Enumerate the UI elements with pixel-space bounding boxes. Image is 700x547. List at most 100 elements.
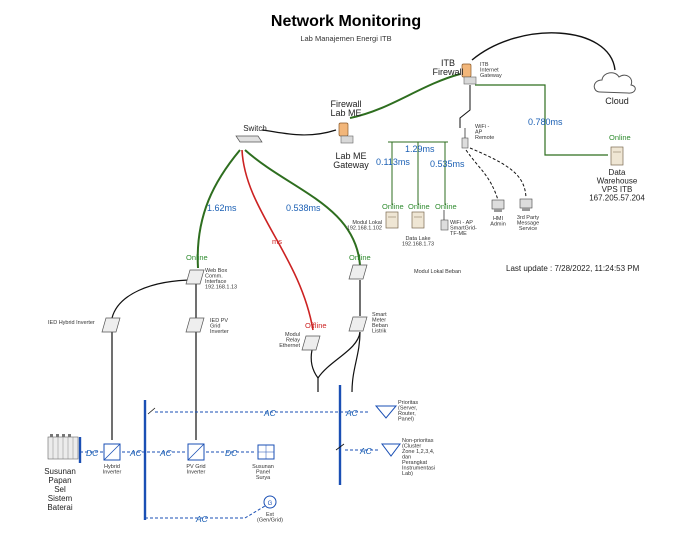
text-line: Firewall: [432, 67, 463, 77]
link-gw-datawarehouse: [475, 84, 608, 156]
text-line: Ethernet: [279, 343, 300, 349]
status-web-box: Online: [186, 253, 208, 262]
status-modul-lokal: Online: [382, 202, 404, 211]
text-line: Papan: [48, 476, 71, 485]
wifi-remote-icon: [461, 128, 469, 149]
link-fw-wifi-remote: [459, 85, 471, 128]
link-itbfw-labfw: [349, 73, 461, 119]
text-line: Zone 1,2,3,4,: [402, 449, 435, 455]
label-ac-prioritas: AC: [345, 408, 359, 418]
text-line: Lab): [402, 471, 413, 477]
text-line: Message: [517, 221, 539, 227]
label-ac-ext: AC: [195, 514, 209, 524]
text-line: Meter: [372, 318, 386, 324]
text-line: Baterai: [47, 503, 73, 512]
text-line: Inverter: [187, 470, 206, 476]
label-ac-nonprioritas: AC: [359, 446, 373, 456]
latency-modul-relay: ms: [272, 237, 282, 246]
switch-icon: [235, 135, 263, 143]
latency-modul-lokal: 0.113ms: [376, 157, 410, 167]
text-line: Inverter: [210, 329, 229, 335]
status-smart-meter: Online: [349, 253, 371, 262]
text-line: (Server,: [398, 406, 418, 412]
label-ext: Ext(Gen/Grid): [257, 512, 283, 524]
text-line: Surya: [256, 475, 271, 481]
hmi-admin-icon: [491, 199, 505, 212]
text-line: Data Lake: [405, 236, 430, 242]
label-switch: Switch: [243, 124, 267, 133]
latency-data-warehouse: 0.780ms: [528, 117, 563, 127]
smart-meter-module-icon: [348, 316, 368, 332]
text-line: Remote: [475, 135, 494, 141]
ied-hybrid-icon: [101, 317, 121, 333]
text-line: Listrik: [372, 329, 387, 335]
page-title: Network Monitoring: [271, 13, 421, 30]
link-wifi-hmi: [465, 149, 499, 201]
breaker-load: [335, 443, 345, 451]
text-line: Hybrid: [104, 464, 120, 470]
page-subtitle: Lab Manajemen Energi ITB: [300, 34, 391, 43]
text-line: Router,: [398, 411, 416, 417]
link-webbox-iedhybrid: [111, 279, 196, 319]
text-line: Susunan: [44, 467, 76, 476]
text-line: SmartGrid-: [450, 226, 477, 232]
text-line: Perangkat: [402, 460, 428, 466]
text-line: ITB: [480, 62, 489, 68]
text-line: Gateway: [480, 73, 502, 79]
label-modul-lokal-beban: Modul Lokal Beban: [414, 269, 461, 275]
link-switch-relay: [241, 149, 314, 331]
latency-data-lake: 1.29ms: [405, 144, 435, 154]
text-line: 167.205.57.204: [589, 194, 645, 203]
load-nonprioritas-icon: [381, 443, 401, 457]
status-data-lake: Online: [408, 202, 430, 211]
label-prioritas: Prioritas(Server,Router,Panel): [398, 400, 418, 423]
label-ac-pv: AC: [159, 448, 173, 458]
wire-ext: [145, 505, 266, 519]
text-line: Non-prioritas: [402, 438, 434, 444]
text-line: Instrumentasi: [402, 466, 435, 472]
text-line: VPS ITB: [602, 185, 633, 194]
text-line: (Gen/Grid): [257, 518, 283, 524]
text-line: Grid: [210, 324, 220, 330]
text-line: Smart: [372, 312, 387, 318]
breaker-main: [147, 407, 156, 415]
text-line: 192.168.1.13: [205, 285, 237, 291]
solar-panel-icon: [257, 444, 275, 460]
text-line: ITB: [441, 58, 455, 68]
text-line: Lab ME: [330, 108, 361, 118]
third-party-icon: [519, 198, 533, 211]
text-line: 3rd Party: [517, 215, 540, 221]
wire-meter-left: [317, 331, 361, 392]
text-line: WiFi -: [475, 124, 490, 130]
status-modul-relay: Offline: [305, 321, 327, 330]
text-line: HMI: [493, 216, 504, 222]
text-line: Modul Lokal: [352, 220, 382, 226]
text-line: WiFi - AP: [450, 220, 473, 226]
latency-web-box: 1.62ms: [207, 203, 237, 213]
link-labfw-switch: [261, 129, 337, 136]
cloud-icon: [593, 72, 636, 94]
text-line: Ext: [266, 512, 274, 518]
text-line: Internet: [480, 68, 499, 74]
load-prioritas-icon: [374, 405, 398, 419]
hybrid-inverter-icon: [103, 443, 121, 461]
itb-firewall-icon: [461, 63, 477, 85]
text-line: Relay: [286, 338, 300, 344]
latency-smart-meter: 0.538ms: [286, 203, 321, 213]
text-line: AP: [475, 130, 483, 136]
smart-meter-icon: [348, 264, 368, 280]
